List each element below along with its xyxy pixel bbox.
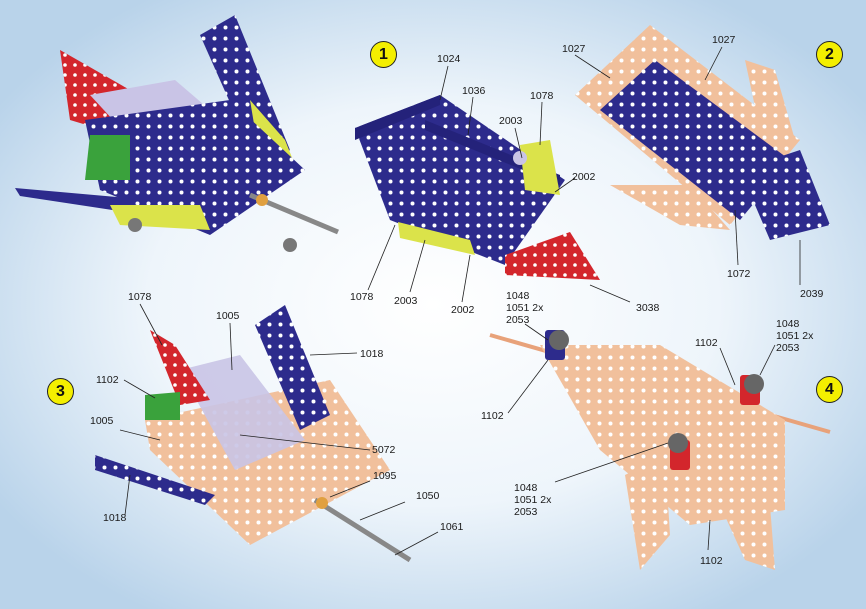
model-step-4: [489, 330, 831, 570]
part-label-1036: 1036: [462, 85, 486, 97]
part-set-label: 1048 1051 2x 2053: [506, 290, 544, 326]
model-step-1: [355, 95, 600, 280]
part-label-2039: 2039: [800, 288, 824, 300]
step-badge-1: 1: [370, 41, 397, 68]
part-label-1005: 1005: [216, 310, 240, 322]
part-label-5072: 5072: [372, 444, 396, 456]
part-label-1078: 1078: [350, 291, 374, 303]
part-label-1072: 1072: [727, 268, 751, 280]
model-step-2: [575, 25, 830, 240]
step-badge-2: 2: [816, 41, 843, 68]
part-label-3038: 3038: [636, 302, 660, 314]
part-label-1078: 1078: [530, 90, 554, 102]
part-label-1050: 1050: [416, 490, 440, 502]
part-label-1102: 1102: [96, 374, 119, 386]
leader-lines: [119, 46, 801, 556]
part-label-1018: 1018: [103, 512, 127, 524]
part-label-2003: 2003: [499, 115, 523, 127]
part-label-1102: 1102: [481, 410, 504, 422]
part-label-2002: 2002: [572, 171, 596, 183]
step-badge-3: 3: [47, 378, 74, 405]
part-label-1102: 1102: [700, 555, 723, 567]
part-label-1005: 1005: [90, 415, 114, 427]
model-top-left: [15, 15, 339, 252]
part-label-2003: 2003: [394, 295, 418, 307]
model-step-3: [95, 305, 412, 563]
part-label-1078: 1078: [128, 291, 152, 303]
part-label-1027: 1027: [562, 43, 586, 55]
part-label-1061: 1061: [440, 521, 464, 533]
part-set-label: 1048 1051 2x 2053: [776, 318, 814, 354]
part-label-1102: 1102: [695, 337, 718, 349]
part-label-1095: 1095: [373, 470, 397, 482]
part-label-1018: 1018: [360, 348, 384, 360]
part-label-2002: 2002: [451, 304, 475, 316]
part-set-label: 1048 1051 2x 2053: [514, 482, 552, 518]
step-badge-4: 4: [816, 376, 843, 403]
part-label-1024: 1024: [437, 53, 461, 65]
part-label-1027: 1027: [712, 34, 736, 46]
